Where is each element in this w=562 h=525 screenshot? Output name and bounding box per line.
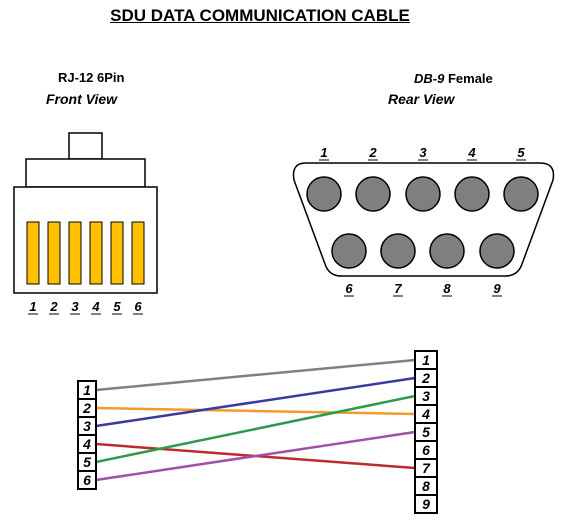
left-terminal-label: 3	[83, 418, 91, 434]
db9-pin-label: 7	[394, 281, 402, 296]
db9-socket	[479, 233, 515, 269]
rj12-pin	[110, 221, 124, 285]
left-terminal-label: 4	[82, 436, 91, 452]
rj12-pin-label: 4	[91, 299, 100, 314]
db9-socket	[331, 233, 367, 269]
db9-pin-label: 5	[517, 145, 525, 160]
db9-socket	[503, 176, 539, 212]
right-terminal-label: 6	[422, 442, 430, 458]
left-terminal-label: 6	[83, 472, 91, 488]
right-terminal-label: 7	[422, 460, 431, 476]
wires	[95, 358, 416, 482]
right-terminal-label: 2	[421, 370, 430, 386]
rj12-pin	[131, 221, 145, 285]
rj12-model-label: RJ-12 6Pin	[58, 70, 125, 85]
db9-model-label: DB-9 Female	[414, 71, 493, 86]
left-terminal-cell	[77, 470, 97, 490]
db9-socket	[405, 176, 441, 212]
db9-pin-label: 6	[345, 281, 353, 296]
db9-socket	[454, 176, 490, 212]
rj12-head	[25, 158, 146, 188]
db9-pin-label: 2	[368, 145, 377, 160]
db9-model-prefix: DB-9	[414, 71, 445, 86]
left-terminal-label: 5	[83, 454, 91, 470]
rj12-pin-label: 3	[71, 299, 79, 314]
db9-model-suffix: Female	[447, 71, 493, 86]
rj12-pin-label: 5	[113, 299, 121, 314]
right-terminal-label: 4	[421, 406, 430, 422]
left-terminal-label: 1	[83, 382, 91, 398]
rj12-pin-label: 1	[29, 299, 36, 314]
right-terminal-block: 1 2 3 4 5 6 7 8 9	[414, 350, 438, 514]
right-terminal-label: 5	[422, 424, 430, 440]
db9-pin-label: 8	[443, 281, 451, 296]
rj12-pin	[47, 221, 61, 285]
rj12-pin	[89, 221, 103, 285]
rj12-view-label: Front View	[46, 91, 118, 107]
rj12-pins	[26, 221, 145, 285]
db9-pin-label: 9	[493, 281, 501, 296]
wire	[95, 406, 416, 416]
wire	[95, 358, 416, 392]
left-terminal-block: 1 2 3 4 5 6	[77, 380, 97, 490]
db9-pin-label: 3	[419, 145, 427, 160]
db9-socket	[355, 176, 391, 212]
wire	[95, 430, 416, 482]
wire	[95, 394, 416, 464]
rj12-latch	[68, 132, 103, 160]
rj12-pin-label: 6	[134, 299, 142, 314]
right-terminal-label: 1	[422, 352, 430, 368]
rj12-pin	[68, 221, 82, 285]
db9-view-label: Rear View	[388, 91, 455, 107]
db9-socket	[380, 233, 416, 269]
db9-pin-label: 1	[320, 145, 327, 160]
right-terminal-label: 3	[422, 388, 430, 404]
db9-socket	[429, 233, 465, 269]
right-terminal-cell	[414, 494, 438, 514]
db9-pin-label: 4	[467, 145, 476, 160]
right-terminal-label: 8	[422, 478, 430, 494]
rj12-pin-label: 2	[49, 299, 58, 314]
db9-pin-labels: 1 2 3 4 5 6 7 8 9	[319, 145, 526, 297]
left-terminal-label: 2	[82, 400, 91, 416]
rj12-pin	[26, 221, 40, 285]
db9-sockets	[306, 176, 539, 269]
right-terminal-label: 9	[422, 496, 430, 512]
diagram-title: SDU DATA COMMUNICATION CABLE	[110, 6, 410, 25]
wire	[95, 376, 416, 428]
db9-socket	[306, 176, 342, 212]
